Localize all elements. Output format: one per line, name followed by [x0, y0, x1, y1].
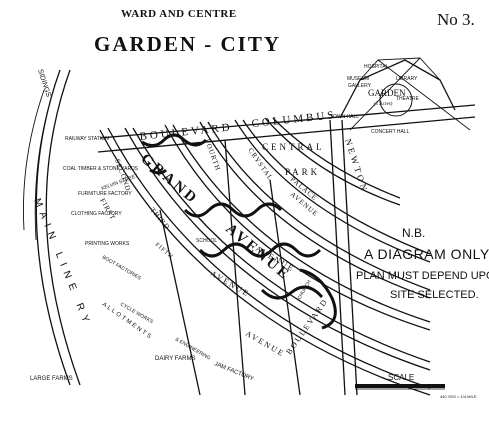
label-coal-timber: COAL TIMBER & STONE YARDS	[63, 166, 139, 172]
scale-bar: SCALE 440 YDS = 1/4 MILE	[355, 373, 477, 399]
scale-sublabel: 440 YDS = 1/4 MILE	[440, 394, 477, 399]
label-grand: GRAND	[137, 151, 201, 208]
plan-title: GARDEN - CITY	[94, 32, 282, 56]
label-railway-station: RAILWAY STATION	[65, 136, 109, 142]
label-furniture-factory: FURNITURE FACTORY	[78, 191, 132, 197]
label-newton: NEWTON	[343, 138, 370, 195]
label-dairy-farms: DAIRY FARMS	[155, 356, 195, 362]
label-museum: MUSEUM	[347, 76, 369, 82]
label-avenue-3: AVENUE	[244, 329, 286, 359]
note-site-selected: SITE SELECTED.	[390, 289, 479, 301]
label-school: SCHOOL	[196, 238, 217, 244]
label-church: CHURCH	[297, 279, 313, 301]
label-clothing-factory: CLOTHING FACTORY	[71, 211, 122, 217]
label-large-farms: LARGE FARMS	[30, 376, 73, 382]
note-diagram-only: A DIAGRAM ONLY.	[364, 246, 489, 262]
label-first: FIRST	[98, 197, 117, 222]
label-printing-works: PRINTING WORKS	[85, 241, 130, 247]
label-park: PARK	[285, 167, 320, 177]
label-fifth: FIFTH	[154, 242, 174, 261]
label-boot-factories: BOOT FACTORIES	[101, 255, 142, 282]
label-fourth: FOURTH	[203, 138, 222, 172]
label-columbus: COLUMBUS	[251, 109, 337, 130]
label-theatre: THEATRE	[396, 96, 420, 102]
label-town-hall: TOWN HALL	[330, 114, 359, 120]
note-nb: N.B.	[402, 226, 426, 240]
label-avenue-2: AVENUE	[209, 269, 251, 299]
label-hospital: HOSPITAL	[364, 64, 389, 70]
label-garden-sub: (5 Acres)	[374, 102, 393, 107]
label-jam-factory: JAM FACTORY	[213, 361, 254, 382]
plate-number: No 3.	[437, 10, 475, 29]
label-third: THIRD	[148, 206, 171, 231]
label-gallery: GALLERY	[348, 83, 372, 89]
plan-subtitle: WARD AND CENTRE	[121, 8, 237, 20]
label-garden: GARDEN	[368, 88, 406, 98]
main-line-railway	[22, 69, 81, 386]
scale-label: SCALE	[388, 373, 414, 382]
label-sidings: SIDINGS	[36, 68, 52, 98]
label-concert-hall: CONCERT HALL	[371, 129, 410, 135]
radial-boulevards	[97, 57, 476, 396]
label-central: CENTRAL	[262, 142, 325, 152]
grand-avenue-band	[141, 133, 337, 330]
label-library: LIBRARY	[396, 76, 418, 82]
note-plan-depends: PLAN MUST DEPEND UPON	[356, 270, 489, 282]
